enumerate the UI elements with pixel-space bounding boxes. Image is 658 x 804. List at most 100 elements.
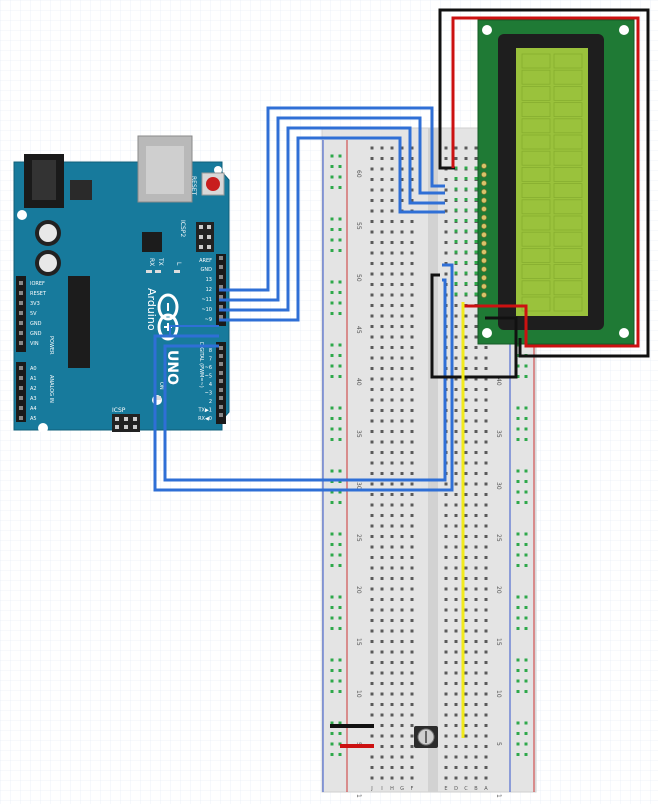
header-pin xyxy=(219,305,223,309)
breadboard-hole xyxy=(380,482,384,486)
breadboard-hole xyxy=(484,472,488,475)
rail-hole xyxy=(524,501,528,504)
breadboard-hole xyxy=(380,724,384,727)
breadboard-hole xyxy=(380,409,384,412)
rail-hole xyxy=(516,690,520,693)
breadboard-hole xyxy=(400,661,404,664)
breadboard-hole xyxy=(370,304,374,307)
rail-hole xyxy=(516,532,520,536)
reset-button-cap[interactable] xyxy=(206,177,220,191)
breadboard-hole xyxy=(390,556,394,559)
breadboard-hole xyxy=(410,346,414,349)
rail-hole xyxy=(338,543,342,546)
breadboard-hole xyxy=(370,671,374,675)
potentiometer[interactable] xyxy=(414,726,438,748)
breadboard-hole xyxy=(400,545,404,549)
breadboard-hole xyxy=(370,241,374,244)
breadboard-hole xyxy=(370,535,374,538)
lcd-cell xyxy=(553,86,583,101)
breadboard-hole xyxy=(454,766,458,769)
breadboard-hole xyxy=(400,713,404,717)
breadboard-hole xyxy=(484,524,488,528)
connected-hole xyxy=(474,219,478,222)
breadboard-hole xyxy=(444,566,448,570)
rail-hole xyxy=(338,595,342,599)
breadboard-hole xyxy=(400,629,404,633)
connected-hole xyxy=(474,187,478,191)
rail-hole xyxy=(516,553,520,557)
breadboard-hole xyxy=(390,482,394,486)
breadboard-hole xyxy=(390,272,394,276)
rail-hole xyxy=(338,532,342,536)
breadboard-hole xyxy=(390,703,394,706)
wire-rw-gnd-black xyxy=(430,273,518,379)
lcd-cell xyxy=(521,215,551,231)
rail-hole xyxy=(516,595,520,599)
breadboard-hole xyxy=(454,377,458,381)
breadboard-hole xyxy=(484,745,488,748)
lcd-cell xyxy=(521,199,551,215)
power-pin-label: GND xyxy=(30,331,42,337)
rail-hole xyxy=(330,690,334,693)
breadboard-hole xyxy=(370,451,374,454)
breadboard-hole xyxy=(410,755,414,759)
connected-hole xyxy=(474,177,478,180)
breadboard-hole xyxy=(444,493,448,496)
breadboard-hole xyxy=(454,556,458,559)
header-pin xyxy=(219,315,223,319)
breadboard-hole xyxy=(474,608,478,612)
breadboard-hole xyxy=(370,440,374,444)
breadboard-hole xyxy=(474,776,478,780)
breadboard-hole xyxy=(370,367,374,370)
breadboard-hole xyxy=(370,503,374,507)
row-number-left: 35 xyxy=(355,430,362,438)
icsp-label: ICSP xyxy=(112,407,126,414)
breadboard-hole xyxy=(464,650,468,654)
power-label: POWER xyxy=(48,336,54,355)
breadboard-hole xyxy=(454,367,458,370)
wire-pin12-rs xyxy=(219,106,445,292)
rail-hole xyxy=(524,732,528,735)
breadboard-hole xyxy=(380,398,384,402)
breadboard-hole xyxy=(390,388,394,391)
breadboard-hole xyxy=(380,451,384,454)
breadboard-hole xyxy=(410,608,414,612)
breadboard-hole xyxy=(454,661,458,664)
breadboard-hole xyxy=(484,776,488,780)
rail-hole xyxy=(330,501,334,504)
row-number-left: 1 xyxy=(355,794,362,798)
voltage-regulator xyxy=(70,180,92,200)
breadboard-hole xyxy=(400,167,404,171)
lcd-header-pin xyxy=(481,232,487,238)
rail-hole xyxy=(338,249,342,252)
lcd-cell xyxy=(553,264,583,280)
breadboard-hole xyxy=(464,377,468,381)
rail-hole xyxy=(524,469,528,473)
breadboard-hole xyxy=(474,545,478,549)
power-pin-label: GND xyxy=(30,321,42,327)
rail-hole xyxy=(330,249,334,252)
rail-hole xyxy=(338,658,342,662)
connected-hole xyxy=(474,166,478,170)
lcd-cell xyxy=(521,296,551,312)
connected-hole xyxy=(474,240,478,243)
breadboard-hole xyxy=(484,671,488,675)
breadboard-hole xyxy=(484,682,488,685)
breadboard-hole xyxy=(454,619,458,622)
rail-hole xyxy=(516,354,520,357)
breadboard-hole xyxy=(410,304,414,307)
header-pin xyxy=(19,396,23,400)
breadboard-hole xyxy=(410,335,414,339)
breadboard-hole xyxy=(444,682,448,685)
breadboard-hole xyxy=(370,199,374,202)
breadboard-hole xyxy=(474,703,478,706)
breadboard-hole xyxy=(410,146,414,150)
connected-hole xyxy=(474,250,478,254)
lcd-header-pin xyxy=(481,163,487,169)
breadboard-hole xyxy=(454,346,458,349)
breadboard-hole xyxy=(390,734,394,738)
column-letter: A xyxy=(484,786,488,792)
breadboard-hole xyxy=(400,335,404,339)
breadboard-hole xyxy=(454,755,458,759)
